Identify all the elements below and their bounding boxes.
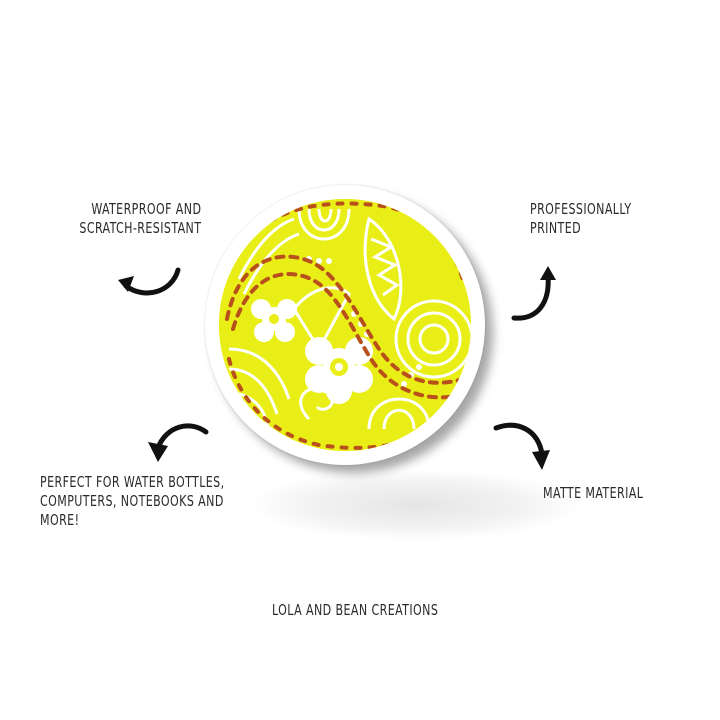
softball-doodle-icon (219, 199, 471, 451)
arrow-up-right-icon (511, 266, 556, 321)
feature-waterproof-label: WATERPROOF AND SCRATCH-RESISTANT (79, 200, 202, 237)
brand-label: LOLA AND BEAN CREATIONS (272, 601, 439, 619)
sticker-shadow (250, 470, 580, 540)
arrow-up-left-icon (118, 267, 181, 296)
feature-printed-label: PROFESSIONALLY PRINTED (530, 200, 632, 237)
arrow-down-left-icon (148, 423, 209, 462)
softball-sticker (205, 185, 485, 465)
feature-matte-label: MATTE MATERIAL (543, 484, 644, 502)
feature-uses-label: PERFECT FOR WATER BOTTLES, COMPUTERS, NO… (40, 473, 225, 529)
arrow-down-right-icon (493, 422, 550, 470)
